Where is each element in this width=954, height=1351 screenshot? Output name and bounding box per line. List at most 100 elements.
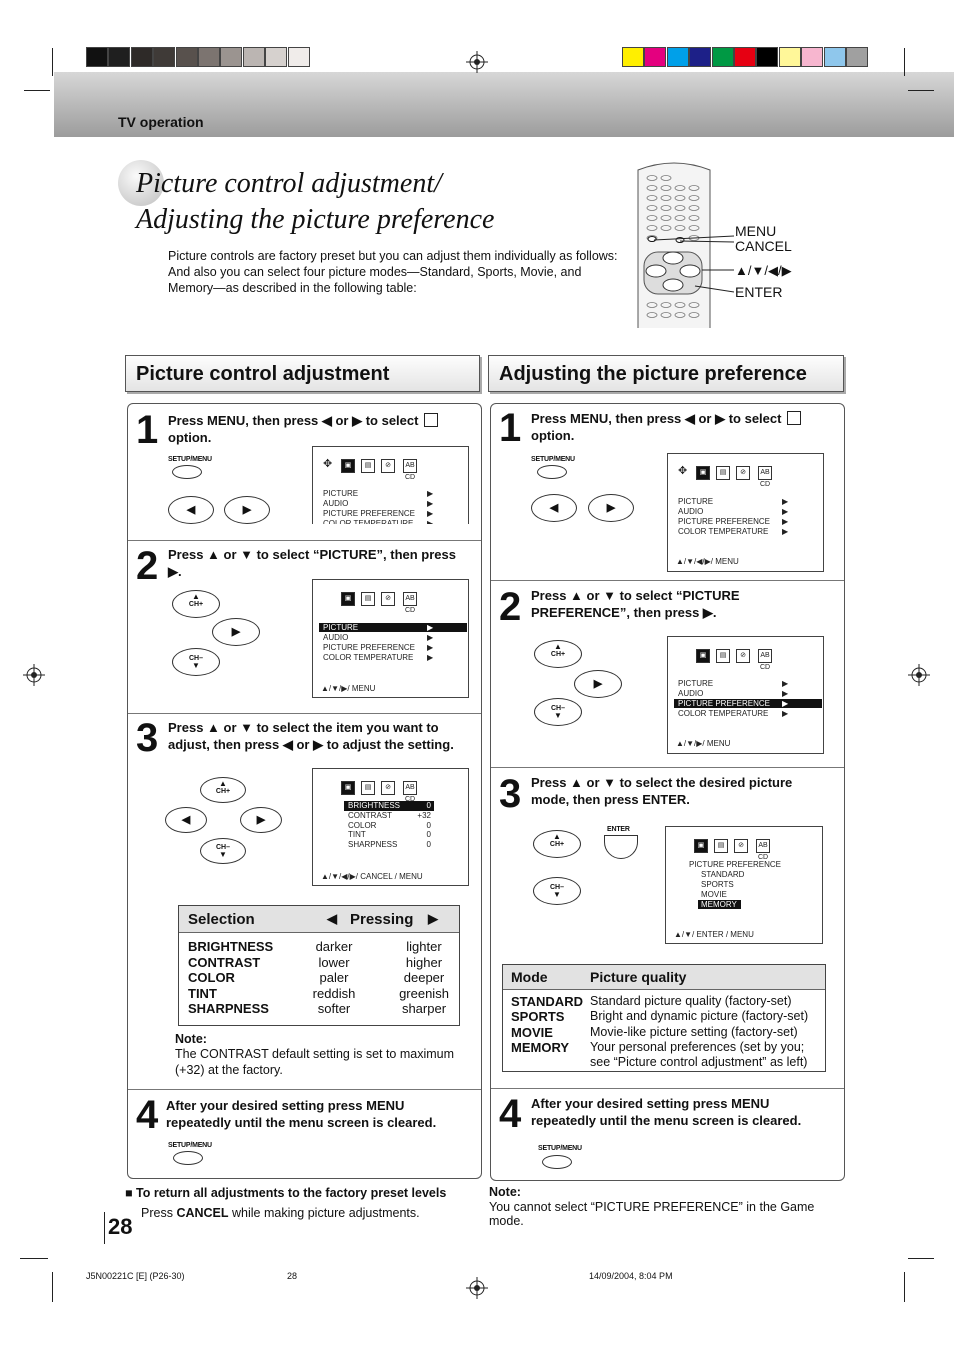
ch-down-label: CH–: [215, 844, 230, 851]
submenu-arrows: ▶▶▶▶: [427, 489, 434, 524]
left-arrow-button[interactable]: ◀: [531, 494, 577, 522]
tv-menu-screen: ✥ ▣ ▤ ⊘ AB CD PICTURE AUDIO PICTURE PREF…: [667, 453, 824, 572]
picture-menu-icon: [787, 411, 802, 425]
screen-footer: ▲/▼/◀/▶/ MENU: [676, 557, 739, 566]
color-swatch: [666, 47, 689, 67]
intro-text: Picture controls are factory preset but …: [168, 248, 638, 296]
step-text: After your desired setting press MENU re…: [531, 1095, 801, 1129]
gray-swatch: [198, 47, 220, 67]
language-menu-icon: AB CD: [403, 592, 417, 614]
ch-down-button[interactable]: CH–▼: [533, 877, 581, 905]
language-menu-icon: AB CD: [758, 649, 772, 671]
left-arrow-button[interactable]: ◀: [165, 807, 207, 833]
ch-down-button[interactable]: CH–▼: [172, 648, 220, 676]
pressing-left-value: paler: [319, 970, 349, 985]
menu-item: AUDIO: [323, 499, 349, 508]
enter-label: ENTER: [607, 826, 630, 833]
tv-menu-screen: ✥ ▣ ▤ ⊘ AB CD PICTURE AUDIO PICTURE PREF…: [312, 446, 469, 524]
right-arrow-button[interactable]: ▶: [240, 807, 282, 833]
registration-mark-icon: [466, 1277, 488, 1299]
adjust-item-name: COLOR: [348, 820, 377, 830]
pressing-right-value: greenish: [399, 985, 449, 1001]
screen-footer: ▲/▼/▶/ MENU: [321, 684, 376, 693]
step-text: Press ▲ or ▼ to select the desired pictu…: [531, 774, 792, 808]
pressing-right-value: sharper: [401, 1001, 447, 1016]
ch-down-button[interactable]: CH–▼: [534, 698, 582, 726]
setup-menu-button[interactable]: [173, 1151, 203, 1165]
right-arrow-button[interactable]: ▶: [588, 494, 634, 522]
picture-menu-icon: ▣: [696, 649, 710, 663]
pressing-right-value: deeper: [403, 970, 445, 985]
setup-menu-icon: ⊘: [736, 466, 750, 480]
ch-up-button[interactable]: ▲CH+: [533, 830, 581, 858]
audio-menu-icon: ▤: [361, 781, 375, 795]
audio-menu-icon: ▤: [714, 839, 728, 853]
menu-item: PICTURE: [678, 679, 714, 688]
mode-name: MEMORY: [511, 1039, 570, 1055]
pressing-right-value: higher: [405, 954, 443, 970]
setup-menu-button[interactable]: [542, 1155, 572, 1169]
gray-swatch: [220, 47, 243, 67]
step-divider: [491, 767, 844, 768]
return-note-title-text: To return all adjustments to the factory…: [136, 1186, 447, 1200]
adjust-item-name: BRIGHTNESS: [348, 801, 401, 810]
step-text-line: Press ▲ or ▼ to select “PICTURE: [531, 588, 740, 603]
setup-menu-icon: ⊘: [381, 592, 395, 606]
step-text-line: repeatedly until the menu screen is clea…: [166, 1115, 437, 1130]
language-menu-icon: AB CD: [403, 459, 417, 481]
mode-description: Movie-like picture setting (factory-set): [590, 1024, 798, 1039]
setup-menu-button[interactable]: [172, 465, 202, 479]
step-text-line: Press ▲ or ▼ to select the item you want…: [168, 720, 439, 735]
intro-line: Memory—as described in the following tab…: [168, 281, 417, 295]
screen-footer: ▲/▼/▶/ MENU: [676, 739, 731, 748]
pressing-left-value: lower: [318, 954, 350, 970]
left-arrow-button[interactable]: ◀: [168, 496, 214, 524]
crop-mark: [908, 90, 934, 91]
note-line: (+32) at the factory.: [175, 1063, 283, 1077]
step-divider: [491, 580, 844, 581]
step-number: 4: [499, 1092, 522, 1136]
right-arrow-button[interactable]: ▶: [574, 670, 622, 698]
gray-swatch: [175, 47, 198, 67]
ch-up-label: CH+: [549, 841, 565, 848]
note-line: You cannot select “PICTURE PREFERENCE” i…: [489, 1200, 815, 1214]
page-number: 28: [108, 1214, 133, 1239]
selection-item: SHARPNESS: [188, 1001, 269, 1016]
right-triangle-icon: ▶: [428, 911, 438, 926]
ch-up-button[interactable]: ▲CH+: [534, 640, 582, 668]
step-text: Press ▲ or ▼ to select the item you want…: [168, 719, 454, 753]
ch-down-button[interactable]: CH–▼: [200, 838, 246, 864]
ch-up-button[interactable]: ▲CH+: [172, 590, 220, 618]
left-triangle-icon: ◀: [327, 911, 337, 926]
menu-item: PICTURE: [323, 489, 359, 498]
mode-description: Bright and dynamic picture (factory-set): [590, 1009, 809, 1024]
navigation-icon: ✥: [323, 458, 333, 470]
step-number: 3: [136, 716, 159, 760]
right-arrow-button[interactable]: ▶: [224, 496, 270, 524]
section-label: TV operation: [118, 114, 204, 130]
pressing-left-value: darker: [315, 939, 353, 954]
right-section-heading: Adjusting the picture preference: [488, 355, 844, 392]
navigation-icon: ✥: [678, 465, 688, 477]
color-swatch: [622, 47, 644, 67]
color-swatch: [689, 47, 712, 67]
gray-swatch: [108, 47, 131, 67]
picture-menu-icon: ▣: [341, 781, 355, 795]
step-number: 1: [499, 406, 522, 450]
submenu-arrow: ▶: [782, 699, 789, 708]
ch-up-button[interactable]: ▲CH+: [200, 777, 246, 803]
page-title-line1: Picture control adjustment/: [136, 168, 442, 199]
menu-item: COLOR TEMPERATURE: [678, 709, 769, 718]
menu-item: AUDIO: [678, 507, 704, 516]
left-section-heading: Picture control adjustment: [125, 355, 480, 392]
right-arrow-button[interactable]: ▶: [212, 618, 260, 646]
remote-label-arrows: ▲/▼/◀/▶: [735, 263, 792, 278]
step-text: Press ▲ or ▼ to select “PICTURE PREFEREN…: [531, 587, 740, 621]
adjust-item-name: CONTRAST: [348, 810, 392, 820]
table-header-selection: Selection: [188, 911, 255, 928]
setup-menu-icon: ⊘: [381, 781, 395, 795]
setup-menu-button[interactable]: [537, 465, 567, 479]
menu-item: AUDIO: [323, 633, 349, 642]
ch-down-label: CH–: [550, 705, 565, 712]
